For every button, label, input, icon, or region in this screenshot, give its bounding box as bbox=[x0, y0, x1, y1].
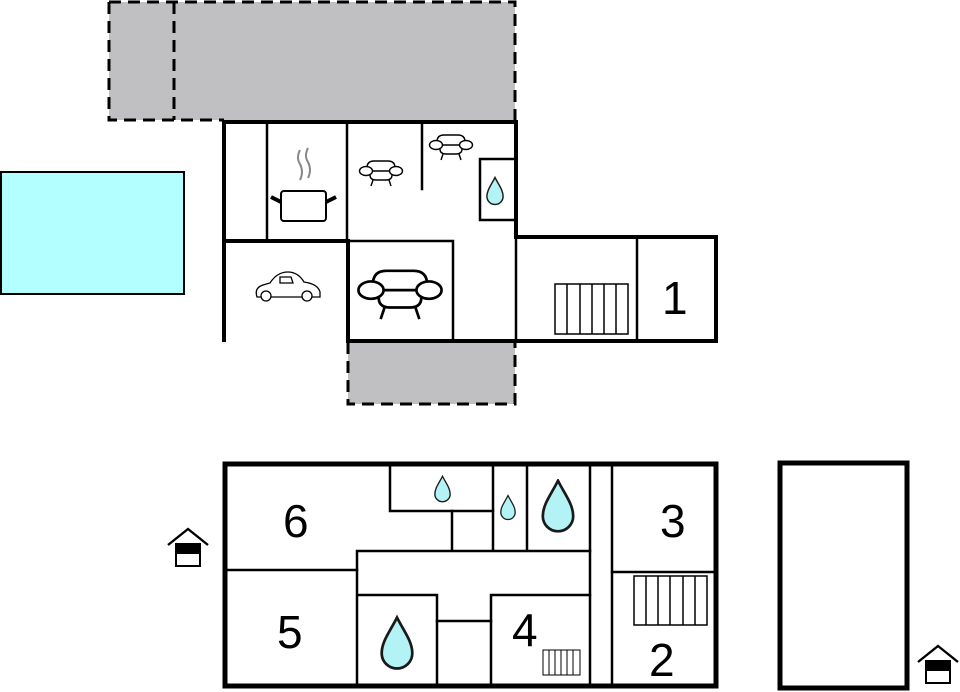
room-label-3: 3 bbox=[660, 495, 686, 547]
upper-floor-walls bbox=[222, 461, 719, 689]
sofa-icon bbox=[357, 269, 443, 321]
ground-floor-walls bbox=[222, 120, 718, 343]
kitchen-pot-icon bbox=[270, 147, 337, 222]
car-icon bbox=[255, 271, 321, 302]
room-label-4: 4 bbox=[512, 604, 538, 656]
water-drop-icon bbox=[500, 494, 516, 521]
water-drop-icon bbox=[486, 176, 504, 206]
terrace-bottom bbox=[346, 342, 517, 406]
room-label-1: 1 bbox=[662, 272, 688, 324]
terrace-top bbox=[107, 0, 517, 122]
radiator-icon bbox=[542, 649, 581, 676]
swimming-pool bbox=[0, 171, 185, 295]
armchair-icon bbox=[428, 134, 474, 161]
annex-building bbox=[777, 460, 910, 691]
radiator-icon bbox=[554, 283, 629, 335]
entrance-icon bbox=[166, 527, 210, 567]
entrance-icon bbox=[916, 644, 960, 685]
armchair-icon bbox=[358, 160, 404, 187]
water-drop-icon bbox=[434, 475, 451, 503]
room-label-5: 5 bbox=[277, 606, 303, 658]
room-label-6: 6 bbox=[283, 495, 309, 547]
room-label-2: 2 bbox=[649, 634, 675, 686]
water-drop-icon bbox=[380, 616, 414, 670]
water-drop-icon bbox=[541, 479, 575, 533]
radiator-icon bbox=[633, 575, 708, 626]
